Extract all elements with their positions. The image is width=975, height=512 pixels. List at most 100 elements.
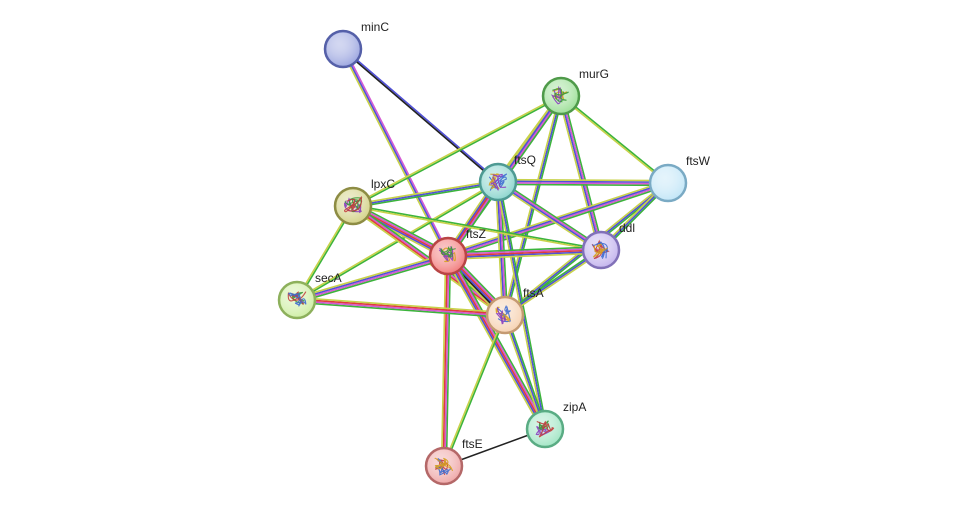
edge-ftsA-secA[interactable] [296,296,506,319]
protein-structure-icon [438,245,456,263]
edge-ftsZ-zipA[interactable] [444,253,549,432]
edge-strand [296,298,506,316]
edge-ftsQ-ddl[interactable] [495,179,604,253]
protein-structure-icon [495,305,511,325]
edge-strand [497,178,669,182]
structure-strand [440,247,456,263]
structure-strand [552,88,569,103]
edge-strand [352,181,499,207]
node-label: minC [361,20,389,34]
node-label: murG [579,67,609,81]
node-label: zipA [563,400,586,414]
protein-structure-icon [591,239,610,260]
edge-strand [557,95,600,252]
edge-strand [448,254,548,430]
edge-strand [343,47,451,257]
edge-strand [447,247,602,256]
edge-strand [562,94,605,251]
structure-strand [490,173,507,191]
structure-strand [592,241,608,259]
edge-strand [352,204,602,251]
node-shading [326,32,360,66]
edge-strand [445,255,452,467]
edge-strand [351,179,499,206]
edge-strand [296,299,506,317]
edge-strand [296,257,450,304]
protein-structure-icon [434,457,454,476]
edge-strand [559,95,669,185]
edge-ftsA-ddl[interactable] [503,247,603,318]
protein-structure-icon [488,173,508,191]
edge-murG-ddl[interactable] [557,94,605,252]
node-label: lpxC [371,177,395,191]
edge-strand [352,182,500,209]
edge-strand [505,250,603,318]
edge-strand [295,252,449,299]
edge-ftsZ-secA[interactable] [295,252,450,304]
structure-strand [438,246,454,262]
node-lpxC[interactable]: lpxC [333,177,395,226]
edge-strand [296,296,506,314]
edge-minC-ftsQ[interactable] [341,47,500,184]
structure-strand [344,195,362,213]
edge-strand [497,180,669,184]
structure-strand [434,457,454,472]
edge-strand [494,181,504,316]
node-ftsZ[interactable]: ftsZ [428,227,486,276]
node-ftsA[interactable]: ftsA [485,286,544,335]
structure-strand [344,197,362,214]
protein-structure-icon [535,420,555,438]
structure-strand [488,173,500,190]
edge-strand [341,48,499,184]
edge-strand [497,180,603,251]
edge-ftsA-ftsE[interactable] [442,313,507,468]
edge-strand [559,95,602,252]
edge-ftsQ-lpxC[interactable] [351,179,500,209]
edge-strand [342,47,500,183]
edge-ftsW-ftsQ[interactable] [497,178,669,187]
edge-strand [447,255,546,430]
node-zipA[interactable]: zipA [525,400,586,449]
edge-strand [447,252,602,260]
node-ftsW[interactable]: ftsW [648,154,711,203]
node-minC[interactable]: minC [323,20,389,69]
edge-strand [442,313,506,467]
node-label: ftsE [462,437,483,451]
node-ddl[interactable]: ddl [581,221,635,270]
node-murG[interactable]: murG [541,67,609,116]
edge-strand [447,249,602,257]
structure-strand [591,239,610,260]
edge-strand [295,254,449,301]
edge-strand [560,94,670,184]
edge-strand [296,255,450,302]
edge-strand [498,179,604,249]
edge-ftsZ-ftsE[interactable] [440,255,452,467]
edge-murG-lpxC[interactable] [351,94,563,208]
edge-strand [496,181,506,316]
node-ftsE[interactable]: ftsE [424,437,483,486]
edge-strand [447,250,602,259]
structure-strand [440,245,456,258]
edge-strand [505,313,548,430]
node-ftsQ[interactable]: ftsQ [478,153,536,202]
edge-lpxC-ddl[interactable] [352,204,602,252]
edge-strand [504,249,602,316]
node-label: ftsW [686,154,711,168]
structure-strand [435,458,452,476]
edge-strand [296,301,506,319]
edge-murG-ftsW[interactable] [559,94,670,185]
nodes-layer: minC murG ftsW ftsQ lpxC ddl ftsZ secA ftsA zipA f… [277,20,711,486]
edge-strand [495,183,601,253]
protein-structure-icon [550,85,569,105]
edge-strand [560,94,603,251]
structure-strand [495,307,507,325]
edge-strand [497,183,669,187]
edge-strand [440,255,447,467]
node-secA[interactable]: secA [277,271,342,320]
edge-ftsZ-ddl[interactable] [447,246,602,260]
edge-strand [352,205,602,252]
edge-strand [503,247,601,315]
edge-ftsA-zipA[interactable] [502,313,548,431]
